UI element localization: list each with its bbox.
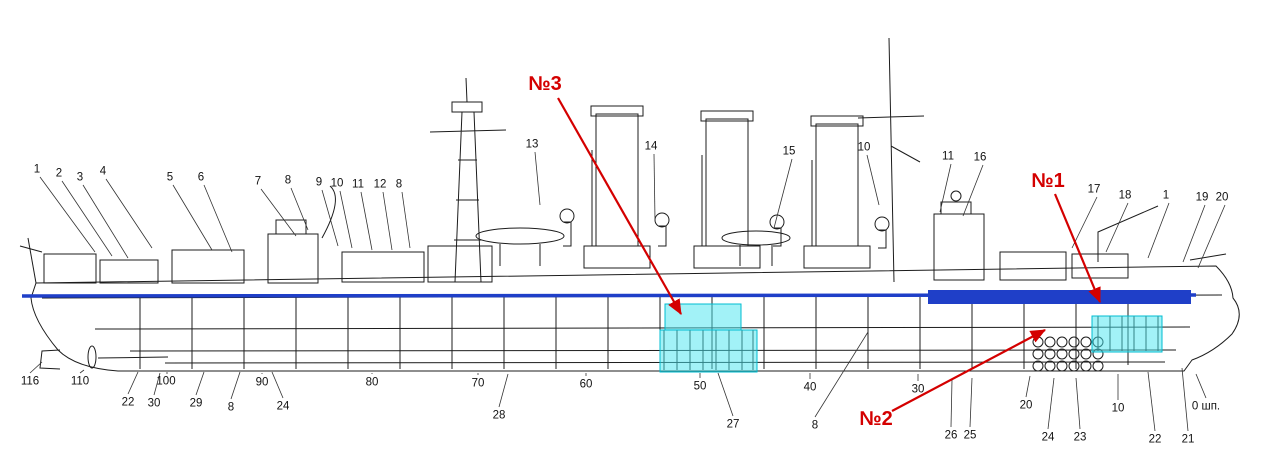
leader-line bbox=[939, 163, 952, 213]
leader-line bbox=[1147, 202, 1170, 259]
leader-line bbox=[29, 361, 43, 374]
leader-line bbox=[401, 191, 411, 249]
leader-line bbox=[1147, 371, 1156, 432]
highlight-zone-2 bbox=[1091, 315, 1163, 353]
leader-line bbox=[1075, 377, 1081, 430]
leader-line bbox=[105, 178, 153, 249]
leader-line bbox=[1071, 196, 1098, 249]
leader-line bbox=[127, 371, 139, 395]
leader-line bbox=[230, 371, 241, 400]
leader-line bbox=[203, 184, 233, 253]
leader-line bbox=[61, 180, 113, 257]
leader-line bbox=[339, 190, 353, 249]
leader-line bbox=[382, 191, 393, 251]
leader-line bbox=[866, 154, 880, 206]
leader-line bbox=[962, 164, 984, 217]
leader-line bbox=[950, 379, 953, 428]
leader-line bbox=[39, 176, 96, 253]
leader-line bbox=[969, 377, 973, 428]
annotation-arrows bbox=[557, 97, 1102, 412]
leader-line bbox=[1195, 373, 1207, 399]
leader-line bbox=[1105, 202, 1129, 253]
annotation-arrow-2 bbox=[1053, 193, 1102, 304]
leader-line bbox=[498, 373, 509, 408]
highlight-zones bbox=[659, 303, 1163, 373]
leader-line bbox=[153, 372, 161, 396]
leader-line bbox=[271, 371, 284, 399]
leader-line bbox=[1025, 375, 1031, 398]
highlight-zone-3-lower bbox=[659, 329, 758, 373]
leader-line bbox=[360, 191, 373, 251]
highlight-zone-1-band bbox=[928, 290, 1191, 304]
leader-line bbox=[79, 369, 85, 374]
leader-line bbox=[1197, 204, 1226, 269]
leader-line bbox=[773, 158, 793, 229]
leader-line bbox=[172, 184, 213, 251]
leader-line bbox=[534, 151, 541, 206]
leader-line bbox=[321, 189, 339, 247]
leader-line bbox=[717, 372, 734, 417]
leader-line bbox=[290, 187, 309, 231]
leader-line bbox=[1181, 367, 1189, 432]
leader-line bbox=[82, 184, 129, 259]
leader-line bbox=[1182, 204, 1206, 263]
leader-line bbox=[1047, 377, 1055, 430]
leader-line bbox=[195, 371, 205, 396]
leader-line bbox=[260, 188, 297, 237]
leader-line bbox=[653, 153, 656, 221]
leader-line bbox=[814, 331, 869, 418]
annotation-arrow-1 bbox=[557, 97, 682, 315]
annotation-arrow-3 bbox=[891, 329, 1046, 412]
leader-lines bbox=[29, 151, 1226, 432]
ship-drawing bbox=[19, 37, 1240, 372]
